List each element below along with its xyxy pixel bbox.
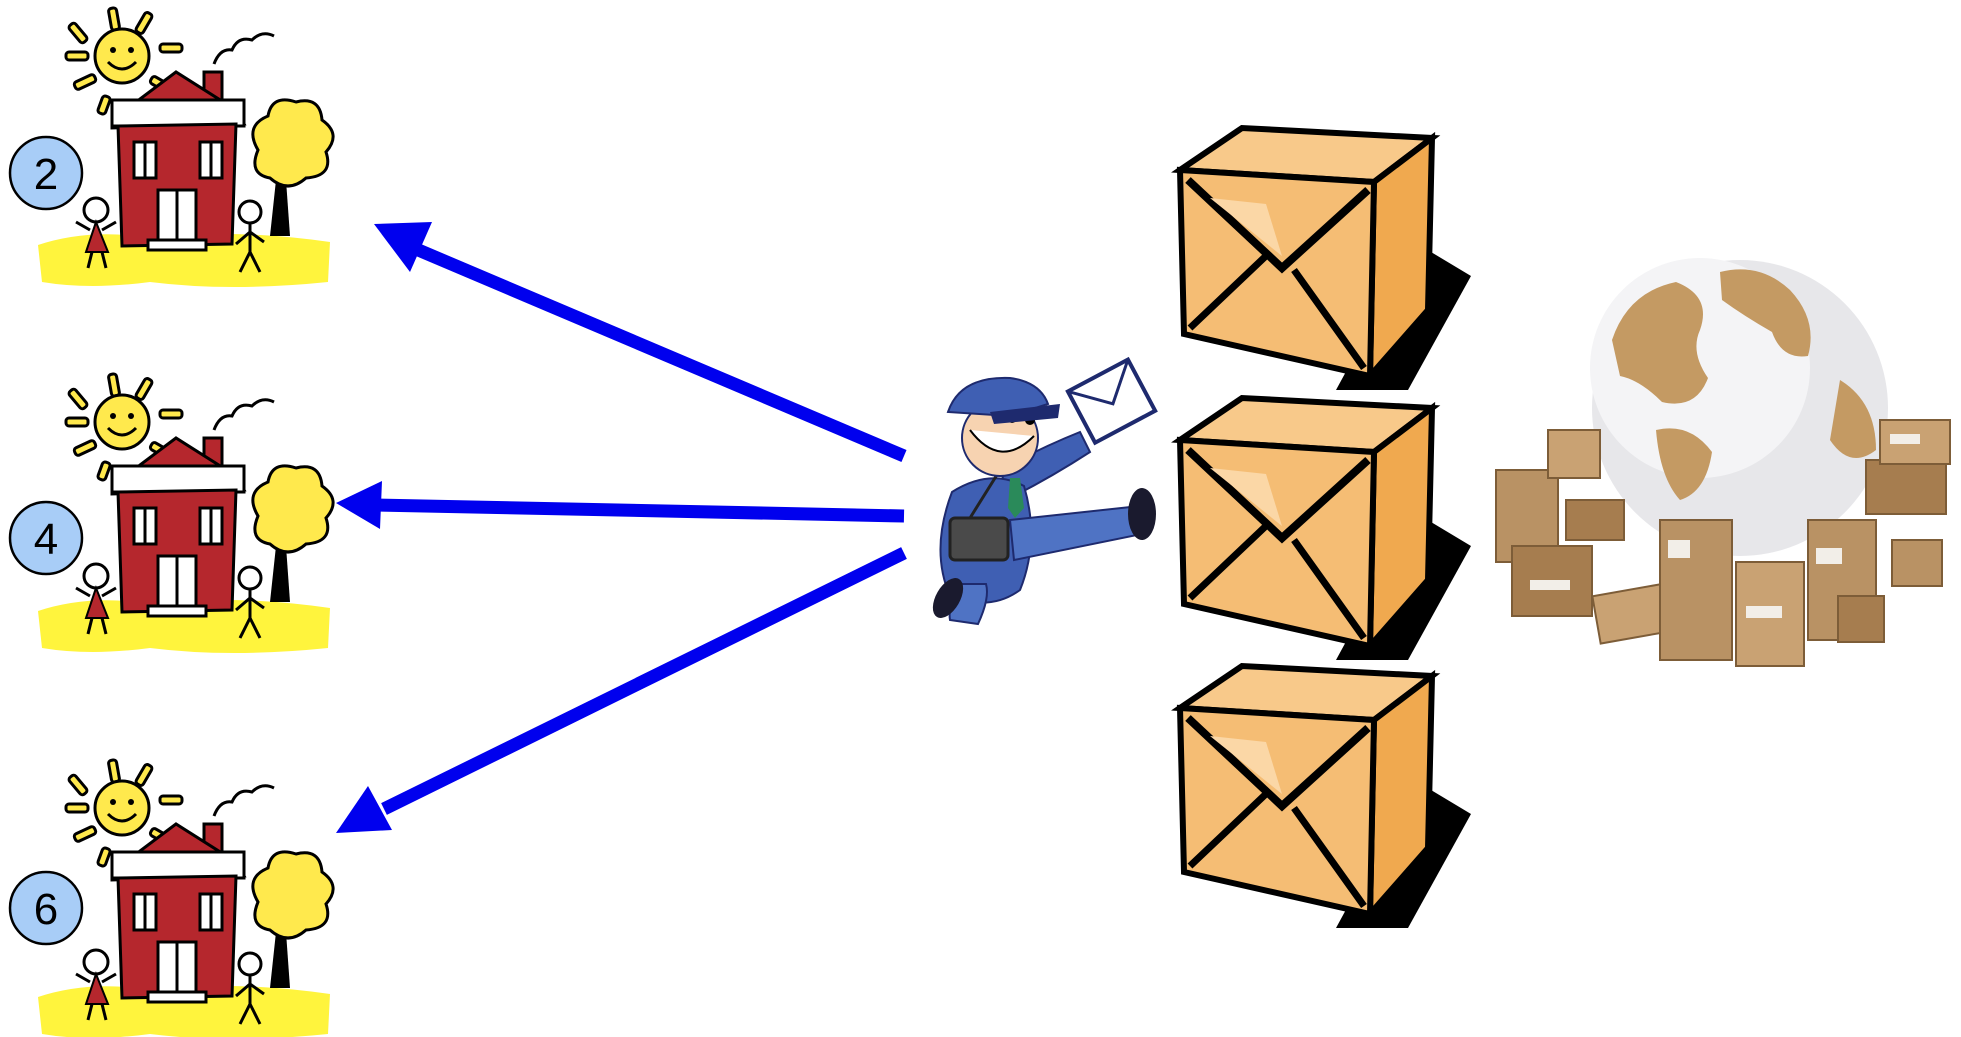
house-number-badge: 4 [10, 502, 82, 574]
house-4 [38, 373, 333, 653]
house-number-label: 2 [34, 150, 58, 199]
house-icon [38, 7, 333, 287]
mail-carrier-icon [927, 360, 1156, 624]
package-icon [1180, 398, 1471, 660]
house-icon [38, 373, 333, 653]
arrow-to-house-2 [374, 222, 904, 456]
arrow-to-house-6 [336, 553, 904, 833]
package-icon [1180, 128, 1471, 390]
house-icon [38, 759, 333, 1037]
house-number-badge: 2 [10, 137, 82, 209]
house-number-badge: 6 [10, 872, 82, 944]
house-6 [38, 759, 333, 1037]
delivery-arrows [336, 222, 904, 833]
house-number-label: 4 [34, 515, 58, 564]
globe-with-packages-icon [1496, 258, 1950, 666]
arrow-to-house-4 [336, 481, 904, 529]
house-2 [38, 7, 333, 287]
package-icon [1180, 666, 1471, 928]
house-number-label: 6 [34, 885, 58, 934]
